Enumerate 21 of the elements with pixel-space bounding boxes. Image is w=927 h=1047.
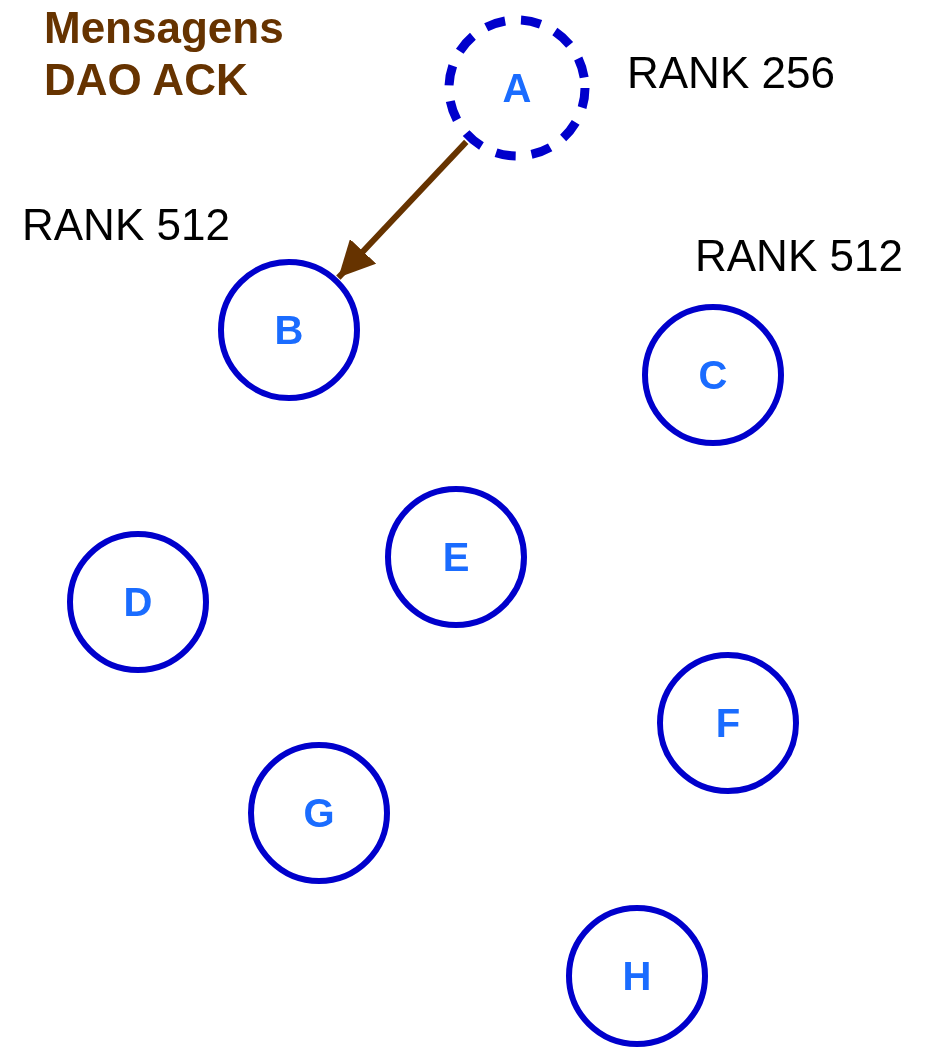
node-label: A xyxy=(502,65,532,111)
dashed-circle-node xyxy=(446,17,588,159)
circle-node xyxy=(566,905,708,1047)
circle-node xyxy=(657,652,799,794)
node-label: B xyxy=(274,307,304,353)
node-label: C xyxy=(698,352,728,398)
arrow xyxy=(336,139,469,280)
rank-label: RANK 512 xyxy=(22,200,230,250)
node-label: E xyxy=(442,534,470,580)
rank-label: RANK 256 xyxy=(627,48,835,98)
circle-node xyxy=(385,486,527,628)
circle-node xyxy=(67,531,209,673)
rank-label: RANK 512 xyxy=(695,231,903,281)
node-label: H xyxy=(622,953,652,999)
circle-node xyxy=(218,259,360,401)
node-label: G xyxy=(303,790,335,836)
circle-node xyxy=(642,304,784,446)
circle-node xyxy=(248,742,390,884)
node-label: F xyxy=(715,700,741,746)
title: Mensagens DAO ACK xyxy=(44,2,285,106)
node-label: D xyxy=(123,579,153,625)
